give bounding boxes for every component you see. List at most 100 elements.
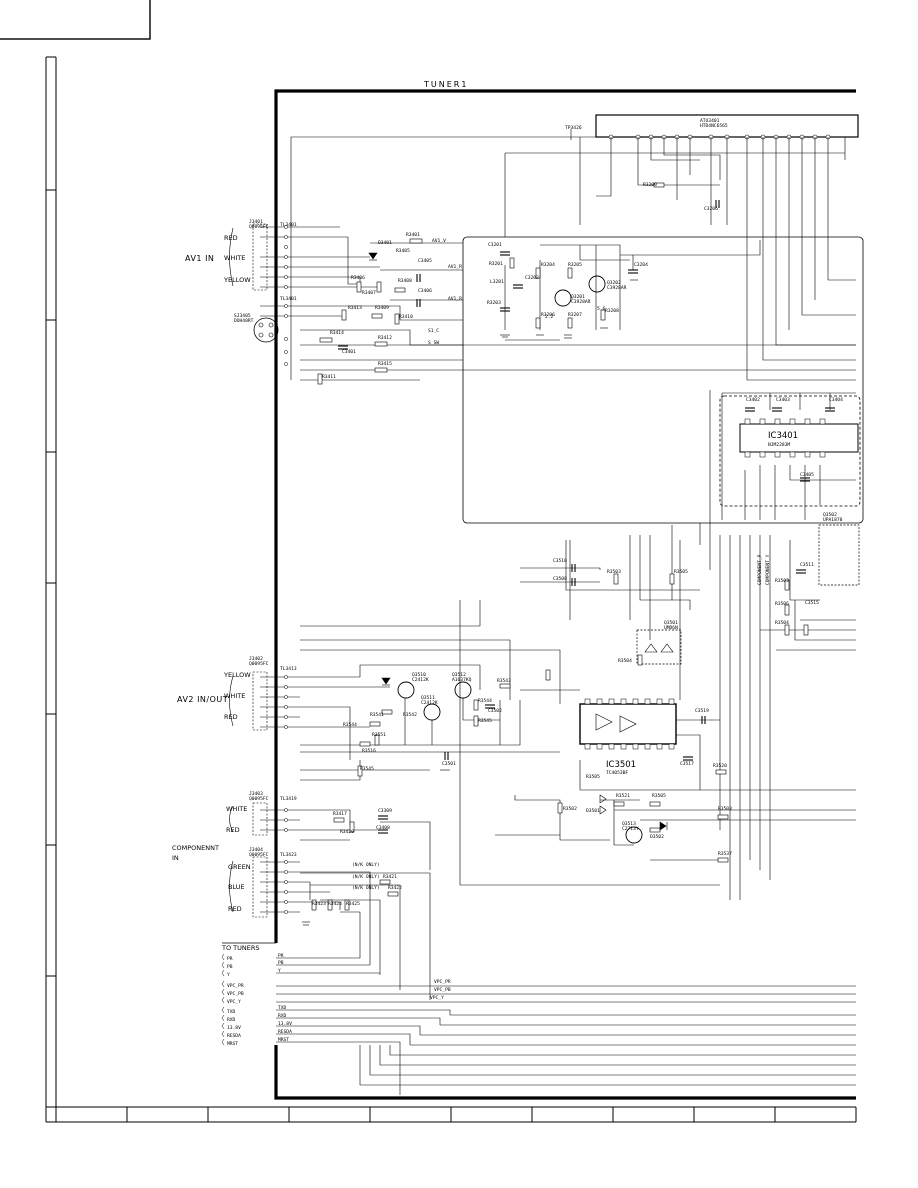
resistors: [311, 182, 809, 911]
svg-text:R3204: R3204: [541, 262, 555, 268]
ic3501: IC3501 TC4053BF: [579, 698, 677, 776]
ic3401-ref: IC3401: [768, 431, 798, 441]
svg-text:TL3401: TL3401: [280, 222, 297, 228]
svg-text:R3425: R3425: [346, 901, 360, 907]
svg-text:R3208: R3208: [605, 308, 619, 314]
av1-yellow: YELLOW: [223, 276, 251, 284]
svg-text:C3508: C3508: [553, 576, 567, 582]
svg-text:C3515: C3515: [805, 600, 819, 606]
audio-red: RED: [226, 826, 240, 834]
svg-text:R3504: R3504: [775, 620, 789, 626]
q3501-ref: Q3501: [664, 620, 678, 626]
note-nk-only-1: (N/K ONLY): [352, 862, 380, 868]
svg-text:R3422: R3422: [388, 885, 402, 891]
bus-vpc-pb: VPC_PB: [434, 987, 451, 993]
svg-text:R3424: R3424: [328, 901, 342, 907]
svg-text:R3417: R3417: [333, 811, 347, 817]
av1-jack-ref: J3401: [249, 219, 263, 225]
q3502-part: UPA1870: [823, 517, 843, 523]
svg-text:C3406: C3406: [418, 288, 432, 294]
title-tab: [0, 0, 151, 40]
svg-text:R3543: R3543: [497, 678, 511, 684]
q3510-ref: Q3510: [412, 672, 426, 678]
av2-red: RED: [224, 713, 238, 721]
q3202-ref: Q3202: [607, 280, 621, 286]
tuner-pin-vpc-pb: VPC_PB: [227, 991, 244, 997]
svg-text:R3521: R3521: [616, 793, 630, 799]
svg-text:R3406: R3406: [351, 275, 365, 281]
sheet-frame: [0, 0, 857, 1123]
svg-text:R3415: R3415: [378, 361, 392, 367]
audio-jack-part: Q0095FC: [249, 796, 269, 802]
svideo-jack: [253, 317, 279, 343]
svg-text:TL3413: TL3413: [280, 666, 297, 672]
svg-text:R3412: R3412: [378, 335, 392, 341]
ic3401-part: NJM2283M: [768, 442, 790, 448]
av2-jack-part: Q0095FC: [249, 661, 269, 667]
svg-text:R3206: R3206: [541, 312, 555, 318]
component-label-2: IN: [172, 854, 179, 862]
tuner-pin-13-8v: 13.8V: [227, 1025, 241, 1031]
svg-text:R3541: R3541: [370, 712, 384, 718]
svg-text:R3503: R3503: [718, 806, 732, 812]
svg-text:R3410: R3410: [399, 314, 413, 320]
bus-vpc-pr: VPC_PR: [434, 979, 451, 985]
tuner-pin-pb: PB: [227, 964, 233, 970]
component-blue: BLUE: [228, 883, 245, 891]
jack-blocks: [229, 223, 279, 918]
svg-text:R3209: R3209: [643, 182, 657, 188]
q3201-ref: Q3201: [571, 294, 585, 300]
av1-white: WHITE: [224, 254, 245, 262]
tuner-pin-y: Y: [227, 972, 230, 978]
svg-text:R3551: R3551: [372, 732, 386, 738]
svg-text:TL3419: TL3419: [280, 796, 297, 802]
tuner-shield-outline: [274, 89, 856, 1100]
av2-labels: AV2 IN/OUT J3402 Q0095FC YELLOW WHITE RE…: [177, 656, 269, 721]
tuner-pin-mrst: MRST: [227, 1041, 238, 1047]
av2-jack: [252, 671, 268, 731]
bus-comp-pb: COMPONENT_P: [757, 554, 763, 585]
svg-text:C3405: C3405: [418, 258, 432, 264]
av1-in-label: AV1 IN: [185, 254, 214, 263]
ground-symbols: [302, 279, 638, 926]
ic3401-area: [719, 395, 861, 507]
svg-text:R3421: R3421: [383, 874, 397, 880]
component-jack-part: Q0095FC: [249, 852, 269, 858]
svg-text:C3502: C3502: [488, 708, 502, 714]
module-ref: ATU3401: [700, 118, 720, 124]
bus-av1-r: AV1_R: [448, 264, 462, 270]
tuner-wire-rxd: RXD: [278, 1013, 287, 1019]
q3510-symbol: [397, 681, 415, 699]
q3202-symbol: [588, 275, 606, 293]
q-voltage-a: 2.2: [545, 314, 554, 320]
svg-text:R3409: R3409: [375, 305, 389, 311]
tuner-wire-txd: TXD: [278, 1005, 287, 1011]
q3502-ref: Q3502: [823, 512, 837, 518]
svg-text:C3309: C3309: [378, 808, 392, 814]
av1-red: RED: [224, 234, 238, 242]
note-nk-only-3: (N/K ONLY): [352, 885, 380, 891]
ic3401: IC3401 NJM2283M: [739, 418, 859, 458]
svg-text:R3207: R3207: [568, 312, 582, 318]
svg-text:C3202: C3202: [525, 275, 539, 281]
tuner-pin-vpc-y: VPC_Y: [227, 999, 241, 1005]
bus-vpc-y: VPC_Y: [430, 995, 444, 1001]
module-part: HTD4NC6565: [700, 123, 728, 129]
svg-text:R3505: R3505: [674, 569, 688, 575]
svg-text:R3520: R3520: [713, 763, 727, 769]
transistor-symbols: [397, 275, 643, 844]
tuner-wire-pr: PR: [278, 953, 284, 959]
component-green: GREEN: [228, 863, 251, 871]
tuner-wire-mrst: MRST: [278, 1037, 289, 1043]
q3512-part: A1037KQ: [452, 677, 472, 683]
svg-text:C3402: C3402: [746, 397, 760, 403]
to-tuners-block: TO TUNERS PR PB Y VPC_PR VPC_PB VPC_Y TX…: [221, 942, 292, 1047]
svg-text:TL3401: TL3401: [280, 296, 297, 302]
svg-text:R3544: R3544: [478, 698, 492, 704]
component-jack: [252, 856, 268, 918]
svg-text:R3545: R3545: [360, 766, 374, 772]
q-voltage-b: 5.6: [597, 306, 606, 312]
q3513-symbol: [625, 826, 643, 844]
